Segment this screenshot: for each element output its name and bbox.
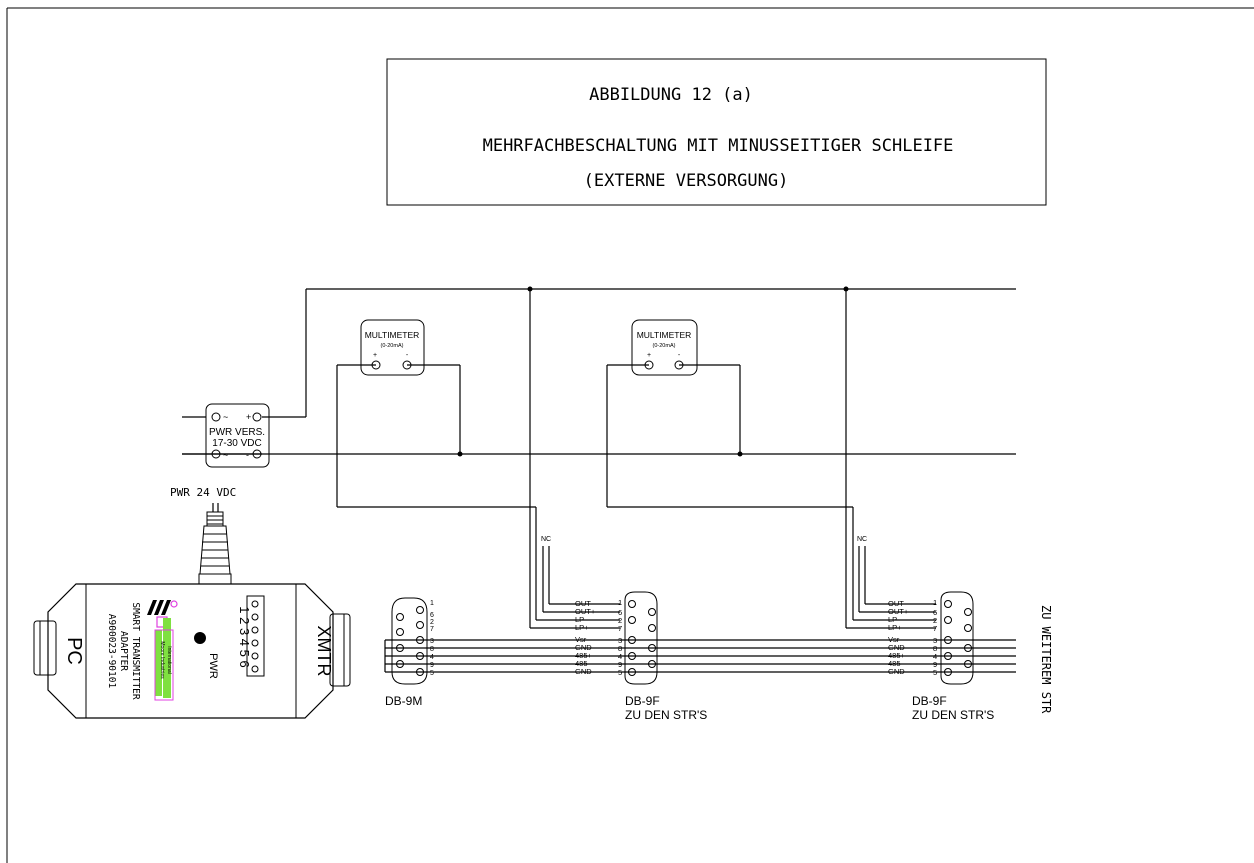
db9f2-pin: 7 (933, 624, 937, 633)
db9f1-pin: 7 (618, 624, 622, 633)
db9f2-pin: 3 (933, 636, 937, 645)
db9f1-signal: 485+ (575, 651, 593, 660)
terminal-block: 1 2 3 4 5 6 (237, 595, 265, 677)
multimeter-2: MULTIMETER (0-20mA) + - (631, 319, 698, 376)
mm1-plus: + (373, 352, 377, 359)
db9f2-pin: 6 (933, 608, 937, 617)
nc-label-2: NC (857, 536, 867, 543)
db9f2-sublabel: ZU DEN STR'S (912, 708, 994, 722)
ps-label-2: 17-30 VDC (212, 438, 261, 449)
wires (182, 288, 1016, 673)
ps-label-1: PWR VERS. (209, 427, 265, 438)
mm1-range: (0-20mA) (381, 343, 404, 349)
adapter-pc-label: PC (63, 637, 85, 665)
db9f1-pin: 9 (618, 660, 622, 669)
adapter-line2: ADAPTER (118, 631, 129, 671)
db9f1-signal: OUT- (575, 599, 593, 608)
db9f1-signal: GND (575, 643, 592, 652)
db9f1-pin: 3 (618, 636, 622, 645)
db9f1-signal: 485- (575, 659, 591, 668)
db9f2-pin: 9 (933, 660, 937, 669)
db9f1-label: DB-9F (625, 694, 660, 708)
db9f1-signal: LP+ (575, 623, 589, 632)
ps-pin-ac2: ~ (223, 450, 228, 460)
smart-transmitter-adapter: PC XMTR SMART TRANSMITTER ADAPTER A90002… (33, 583, 351, 719)
db9f1-pin: 1 (618, 598, 622, 607)
title-line-1: ABBILDUNG 12 (a) (589, 85, 753, 105)
db9m-pin-label: 5 (430, 670, 434, 677)
db9f2-signal: 485+ (888, 651, 906, 660)
db9m-pin-label: 9 (430, 662, 434, 669)
mm2-range: (0-20mA) (653, 343, 676, 349)
mm2-minus: - (678, 352, 681, 359)
mm1-label: MULTIMETER (365, 330, 420, 340)
title-line-3: (EXTERNE VERSORGUNG) (584, 171, 789, 191)
adapter-line3: A900023-90101 (106, 614, 117, 689)
db9f2-pin: 5 (933, 668, 937, 677)
db9f2-signal: OUT- (888, 599, 906, 608)
brand-line1: Moore Industries (159, 641, 165, 679)
brand-line2: International (166, 646, 172, 674)
db9f1-pin: 8 (618, 644, 622, 653)
adapter-pwr-label: PWR (207, 653, 219, 679)
db9f1-pin: 2 (618, 616, 622, 625)
db9f-connector-1: OUT- OUT+ LP- LP+ Vsr GND 485+ 485- GND … (575, 591, 707, 722)
db9m-pin-label: 2 (430, 619, 434, 626)
db9f2-signal: GND (888, 643, 905, 652)
db9f2-pin: 2 (933, 616, 937, 625)
title-line-2: MEHRFACHBESCHALTUNG MIT MINUSSEITIGER SC… (483, 136, 954, 156)
db9f2-signal: OUT+ (888, 607, 909, 616)
pwr-led (194, 632, 206, 644)
db9m-pin-label: 4 (430, 654, 434, 661)
power-supply: ~ + ~ - PWR VERS. 17-30 VDC (205, 403, 270, 468)
db9f2-signal: GND (888, 667, 905, 676)
terminal-numbers: 1 2 3 4 5 6 (237, 606, 252, 667)
db9m-pin-label: 3 (430, 638, 434, 645)
db9m-pin-label: 8 (430, 646, 434, 653)
db9m-pin-label: 6 (430, 612, 434, 619)
db9f2-pin: 4 (933, 652, 937, 661)
adapter-line1: SMART TRANSMITTER (130, 602, 141, 700)
mm2-plus: + (647, 352, 651, 359)
mm2-label: MULTIMETER (637, 330, 692, 340)
db9f2-signal: Vsr (888, 635, 900, 644)
db9f1-signal: LP- (575, 615, 587, 624)
nc-label-1: NC (541, 536, 551, 543)
db9f2-pin: 8 (933, 644, 937, 653)
db9m-connector: 1 6 2 7 3 8 4 9 5 DB-9M (385, 597, 434, 708)
db9f2-signal: LP- (888, 615, 900, 624)
side-label: ZU WEITEREM STR (1039, 605, 1053, 714)
adapter-xmtr-label: XMTR (314, 626, 334, 677)
ps-pin-plus: + (246, 412, 251, 422)
db9m-pin-label: 7 (430, 626, 434, 633)
db9f1-signal: GND (575, 667, 592, 676)
db9f1-signal: Vsr (575, 635, 587, 644)
db9f1-pin: 5 (618, 668, 622, 677)
ps-pin-minus: - (246, 450, 249, 460)
db9f-connector-2: OUT- OUT+ LP- LP+ Vsr GND 485+ 485- GND … (888, 591, 994, 722)
db9m-pin-label: 1 (430, 600, 434, 607)
db9f1-pin: 4 (618, 652, 622, 661)
db9f1-signal: OUT+ (575, 607, 596, 616)
cable-plug (198, 503, 232, 585)
db9f1-sublabel: ZU DEN STR'S (625, 708, 707, 722)
db9f2-pin: 1 (933, 598, 937, 607)
db9f2-signal: LP+ (888, 623, 902, 632)
db9f2-signal: 485- (888, 659, 904, 668)
db9m-label: DB-9M (385, 694, 422, 708)
mm1-minus: - (406, 352, 409, 359)
multimeter-1: MULTIMETER (0-20mA) + - (360, 319, 425, 376)
ps-pin-ac1: ~ (223, 412, 228, 422)
db9f1-pin: 6 (618, 608, 622, 617)
junction-dots (457, 286, 849, 457)
moore-logo: Moore Industries International (147, 600, 178, 701)
db9f2-label: DB-9F (912, 694, 947, 708)
pwr-24-label: PWR 24 VDC (170, 486, 236, 499)
title-box: ABBILDUNG 12 (a) MEHRFACHBESCHALTUNG MIT… (386, 58, 1047, 206)
